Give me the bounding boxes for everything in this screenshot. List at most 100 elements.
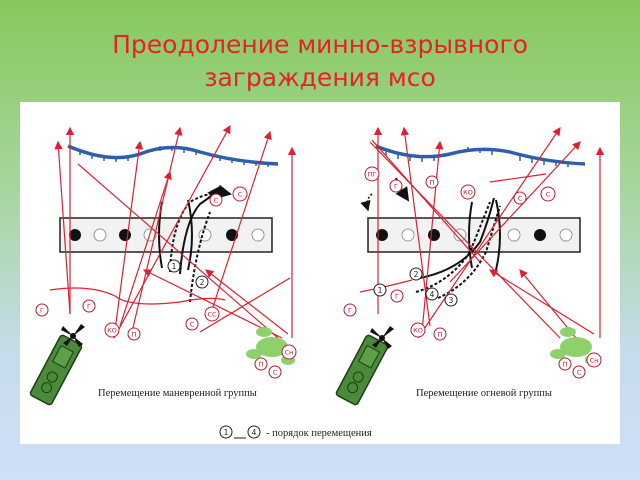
svg-text:С: С <box>214 197 219 205</box>
marker-s: С <box>209 193 223 207</box>
marker-s: С <box>185 317 199 331</box>
order-number: 2 <box>409 267 423 281</box>
svg-text:КО: КО <box>463 189 473 197</box>
svg-text:П: П <box>563 361 568 369</box>
svg-text:С: С <box>238 191 243 199</box>
hazard-icon <box>61 324 85 347</box>
marker-s: С <box>572 365 586 379</box>
svg-text:Г: Г <box>348 307 352 315</box>
svg-text:КО: КО <box>107 327 117 335</box>
mine-cleared <box>93 228 107 242</box>
marker-p: П <box>127 327 141 341</box>
marker-ko: КО <box>460 184 476 200</box>
marker-p: П <box>254 357 268 371</box>
mine-active <box>428 229 440 241</box>
svg-text:Г: Г <box>394 183 398 191</box>
svg-text:С: С <box>577 369 582 377</box>
movement-path <box>415 201 491 293</box>
enemy-trench-ticks <box>385 147 569 167</box>
svg-text:4: 4 <box>252 428 257 437</box>
slide-title: Преодоление минно-взрывного заграждения … <box>0 28 640 94</box>
enemy-trench-line <box>67 144 279 166</box>
enemy-trench-ticks <box>79 146 269 167</box>
diagram-panel: Г Г КО П С СС С С Сн П С 1 2 Перемещение… <box>20 102 620 444</box>
mine-cleared <box>198 228 212 242</box>
marker-g: Г <box>389 179 403 193</box>
slide-title-line-1: Преодоление минно-взрывного <box>112 30 528 59</box>
svg-text:С: С <box>546 191 551 199</box>
svg-text:П: П <box>430 179 435 187</box>
hazard-icon <box>370 326 394 349</box>
legend-end-number: 4 <box>247 425 261 439</box>
mine-cleared <box>507 228 521 242</box>
mine-active <box>376 229 388 241</box>
svg-text:КО: КО <box>413 327 423 335</box>
svg-text:П: П <box>259 361 264 369</box>
svg-text:1: 1 <box>172 262 177 271</box>
minefield-band <box>367 217 581 253</box>
diagram-canvas: Г Г КО П С СС С С Сн П С 1 2 Перемещение… <box>29 124 605 439</box>
svg-text:С: С <box>190 321 195 329</box>
legend-text: - порядок перемещения <box>266 428 372 439</box>
marker-sn: Сн <box>281 344 297 360</box>
marker-p: П <box>425 175 439 189</box>
movement-path <box>179 185 222 275</box>
mine-cleared <box>401 228 415 242</box>
marker-ss: СС <box>204 306 220 322</box>
legend: 1 4 - порядок перемещения <box>219 425 372 439</box>
movement-path <box>360 193 373 212</box>
marker-ko: КО <box>104 322 120 338</box>
marker-s: С <box>268 365 282 379</box>
marker-sn: Сн <box>586 352 602 368</box>
slide-title-line-2: заграждения мсо <box>204 63 436 92</box>
svg-text:П: П <box>438 331 443 339</box>
svg-text:4: 4 <box>430 290 435 299</box>
marker-ko: КО <box>410 322 426 338</box>
marker-g: Г <box>390 289 404 303</box>
order-number: 1 <box>167 259 181 273</box>
svg-text:С: С <box>273 369 278 377</box>
fire-sector-arrows <box>359 126 605 339</box>
svg-text:2: 2 <box>200 278 205 287</box>
maneuver-group-diagram: Г Г КО П С СС С С Сн П С 1 2 Перемещение… <box>29 124 297 406</box>
legend-start-number: 1 <box>219 425 233 439</box>
svg-text:1: 1 <box>224 428 229 437</box>
order-number: 1 <box>373 283 387 297</box>
svg-text:Сн: Сн <box>590 357 599 365</box>
svg-text:С: С <box>518 195 523 203</box>
svg-text:СС: СС <box>207 311 217 319</box>
marker-pg: ПГ <box>364 166 380 182</box>
marker-s: С <box>513 191 527 205</box>
order-number: 4 <box>425 287 439 301</box>
marker-g: Г <box>343 303 357 317</box>
left-caption: Перемещение маневренной группы <box>98 388 257 399</box>
marker-s: С <box>232 186 248 202</box>
fire-sector-arrows <box>49 124 297 339</box>
svg-text:Г: Г <box>395 293 399 301</box>
mine-cleared <box>559 228 573 242</box>
tank-icon <box>335 334 389 406</box>
svg-text:П: П <box>132 331 137 339</box>
mine-cleared <box>251 228 265 242</box>
marker-s: С <box>540 186 556 202</box>
marker-g: Г <box>35 303 49 317</box>
tank-icon <box>29 334 83 406</box>
movement-path <box>437 205 501 299</box>
right-caption: Перемещение огневой группы <box>416 388 552 399</box>
svg-text:3: 3 <box>449 296 454 305</box>
svg-text:Г: Г <box>40 307 44 315</box>
mine-active <box>534 229 546 241</box>
passage-brackets <box>468 199 501 271</box>
svg-text:1: 1 <box>378 286 383 295</box>
marker-p: П <box>558 357 572 371</box>
fire-group-diagram: ПГ Г П КО С С Г Г КО П Сн П С 1 2 3 4 Пе… <box>335 126 605 406</box>
svg-text:Сн: Сн <box>285 349 294 357</box>
order-number: 2 <box>195 275 209 289</box>
svg-text:Г: Г <box>87 303 91 311</box>
mine-active <box>119 229 131 241</box>
mine-active <box>69 229 81 241</box>
movement-path <box>419 197 495 279</box>
svg-text:ПГ: ПГ <box>368 171 377 179</box>
marker-p: П <box>433 327 447 341</box>
order-number: 3 <box>444 293 458 307</box>
